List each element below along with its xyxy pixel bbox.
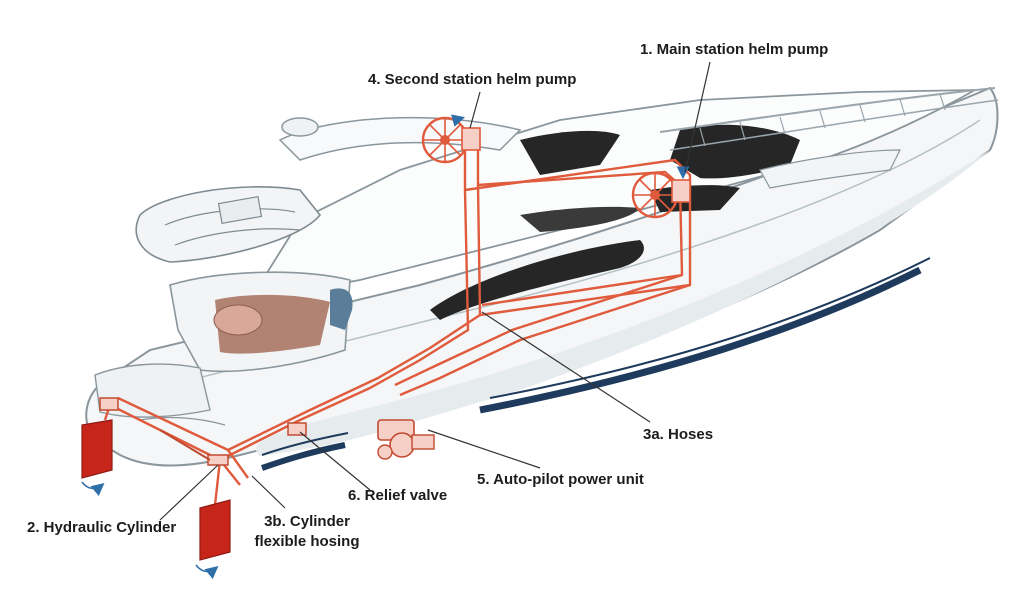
label-autopilot-power-unit: 5. Auto-pilot power unit [477,471,644,488]
second-helm-pump [461,127,481,151]
label-cylinder-hosing: 3b. Cylinder flexible hosing [252,512,362,552]
hydraulic-cylinder [99,397,229,466]
flow-arrows [81,114,690,580]
relief-valve [287,422,307,436]
label-relief-valve: 6. Relief valve [348,487,448,504]
rudder-starboard [199,499,231,561]
main-helm-pump [671,179,691,203]
label-cylinder-hosing-line2: flexible hosing [254,533,360,550]
superstructure [248,87,999,320]
autopilot-power-unit [377,419,435,460]
label-hoses: 3a. Hoses [643,426,714,443]
second-station-wheel [421,116,481,164]
label-second-helm-pump: 4. Second station helm pump [368,71,577,88]
waterline-stripe [479,266,922,414]
aft-cockpit [94,271,353,426]
label-hydraulic-cylinder: 2. Hydraulic Cylinder [27,519,177,536]
leader-lines [159,61,711,521]
label-main-helm-pump: 1. Main station helm pump [640,41,829,58]
hydraulic-hoses [103,140,692,506]
main-station-wheel [631,171,691,219]
label-cylinder-hosing-line1: 3b. Cylinder [264,513,350,530]
hull-window-large [430,240,644,320]
bow-rail [659,87,996,133]
transom [94,363,211,418]
tender-dinghy [135,186,322,263]
rudder-port [81,419,113,479]
